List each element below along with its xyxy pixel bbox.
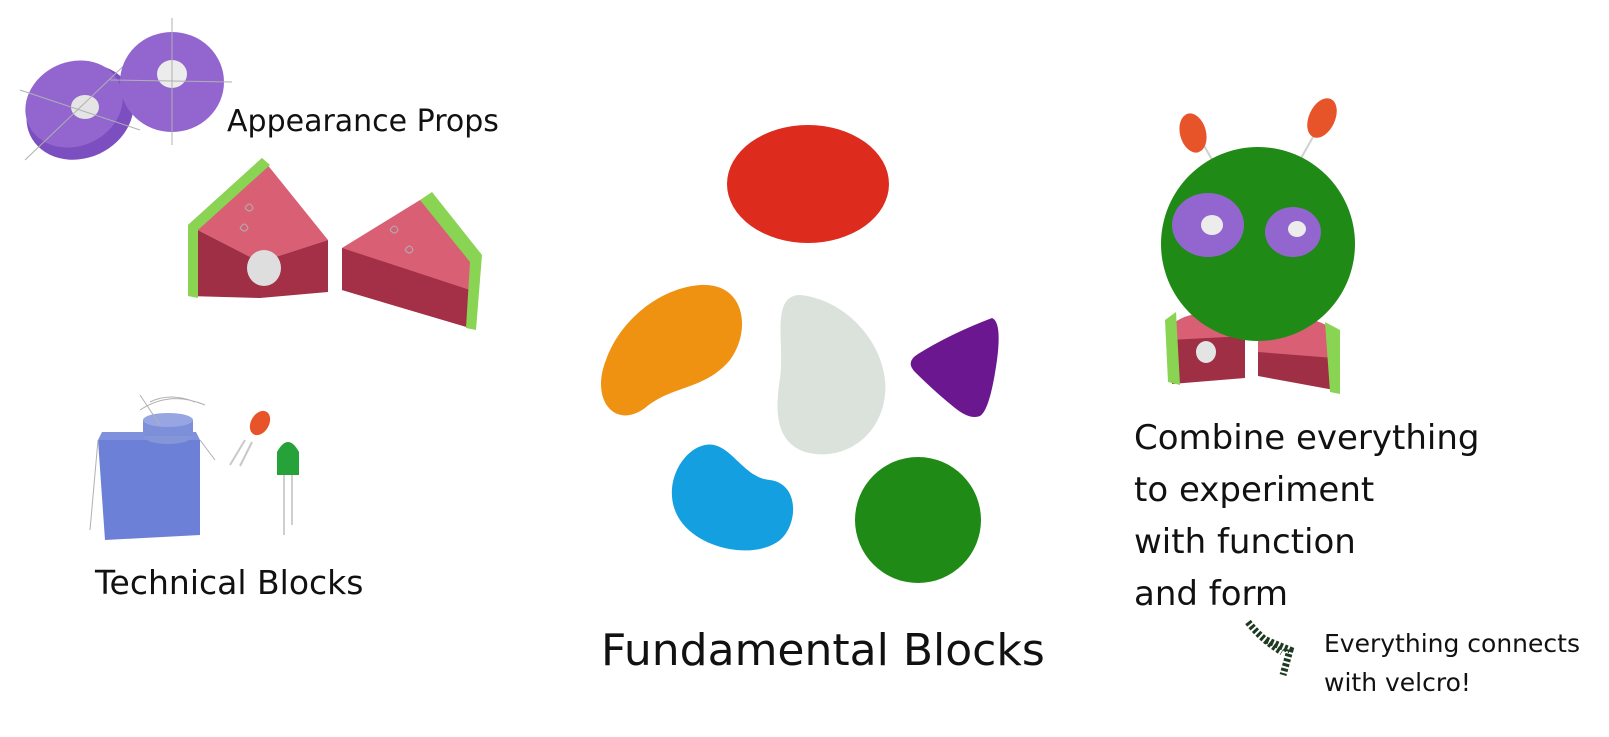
- purple-triangle-block: [910, 318, 999, 417]
- combine-line-1: Combine everything: [1134, 418, 1480, 458]
- velcro-arrow-icon: [1245, 619, 1295, 676]
- creature-led-left: [1179, 113, 1216, 166]
- combined-creature-group: [1161, 98, 1355, 394]
- combine-caption: Combine everything to experiment with fu…: [1134, 412, 1479, 620]
- fundamental-blocks-group: [601, 125, 999, 583]
- velcro-line-1: Everything connects: [1324, 629, 1580, 658]
- appearance-props-group: [19, 18, 482, 330]
- combine-line-3: with function: [1134, 522, 1356, 562]
- orange-led-icon: [229, 410, 271, 467]
- green-circle-block: [855, 457, 981, 583]
- green-led-icon: [277, 442, 299, 535]
- orange-blob-block: [601, 284, 743, 416]
- appearance-props-label: Appearance Props: [227, 104, 499, 139]
- gray-blob-block: [777, 295, 886, 455]
- watermelon-slice-left: [188, 158, 328, 298]
- red-oval-block: [727, 125, 889, 243]
- creature-led-right: [1299, 98, 1337, 161]
- technical-blocks-label: Technical Blocks: [95, 563, 364, 602]
- watermelon-slice-right: [342, 192, 482, 330]
- creature-eye-left: [1172, 193, 1244, 257]
- combine-line-4: and form: [1134, 574, 1289, 614]
- servo-box-icon: [89, 394, 216, 540]
- purple-ring-tilted: [19, 54, 141, 161]
- creature-eye-right: [1265, 207, 1321, 257]
- fundamental-blocks-label: Fundamental Blocks: [601, 625, 1045, 676]
- velcro-caption: Everything connects with velcro!: [1324, 624, 1580, 702]
- blue-blob-block: [671, 444, 794, 551]
- velcro-line-2: with velcro!: [1324, 668, 1471, 697]
- purple-ring-flat: [109, 18, 233, 145]
- technical-blocks-group: [89, 394, 299, 540]
- combine-line-2: to experiment: [1134, 470, 1375, 510]
